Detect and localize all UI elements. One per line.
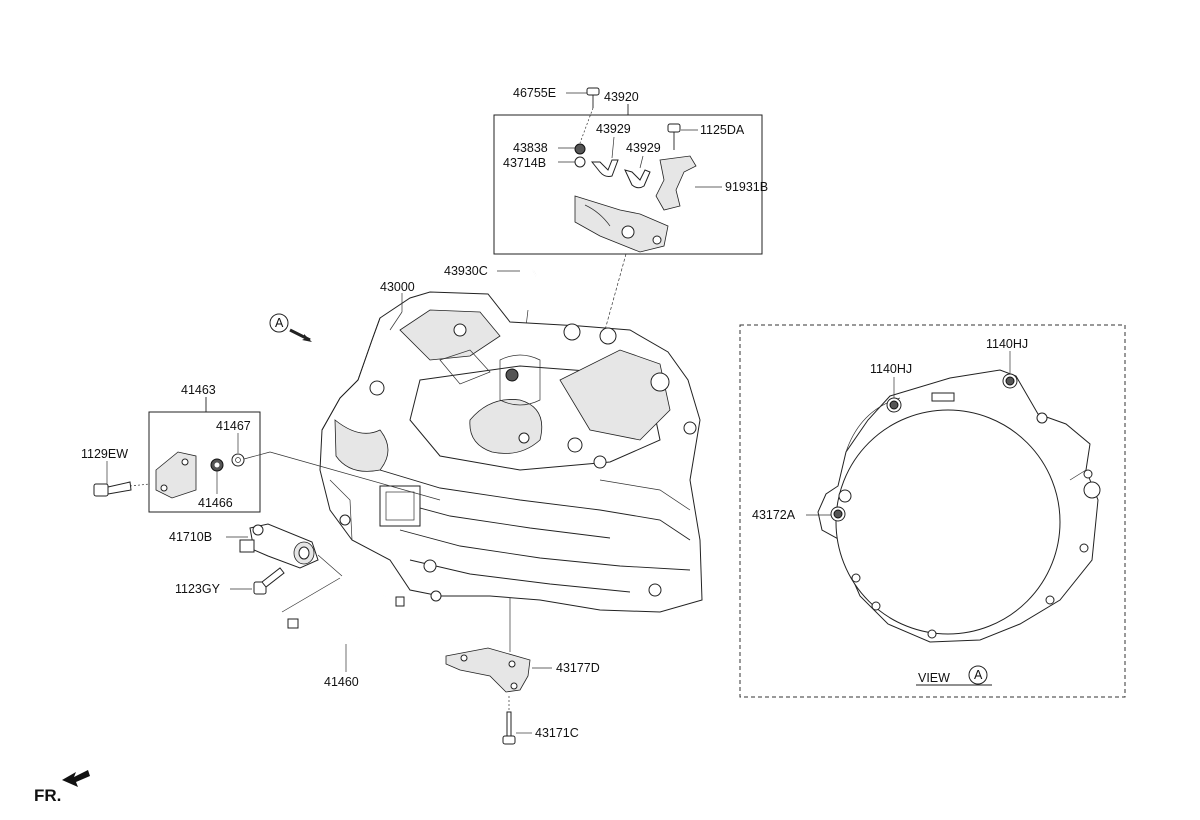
- nut-41466-icon[interactable]: [210, 458, 224, 472]
- label-1129ew: 1129EW: [81, 447, 128, 461]
- washer-43714b-icon[interactable]: [574, 156, 586, 168]
- mount-bracket-43177d-icon[interactable]: [445, 647, 531, 693]
- label-front: FR.: [34, 786, 61, 805]
- washer-41467-icon[interactable]: [231, 453, 245, 467]
- label-41466: 41466: [198, 496, 233, 510]
- label-43172a: 43172A: [752, 508, 796, 522]
- bolt-1125da-icon[interactable]: [667, 123, 681, 150]
- shift-bracket-base-icon[interactable]: [574, 195, 669, 253]
- bolt-43171c-icon[interactable]: [502, 711, 516, 745]
- slave-cylinder-41710b-icon[interactable]: [239, 523, 319, 569]
- clutch-tube-41460-icon[interactable]: [287, 594, 405, 642]
- view-a-box: [739, 324, 1126, 698]
- label-91931b: 91931B: [725, 180, 768, 194]
- label-43714b: 43714B: [503, 156, 546, 170]
- clip-43929-right-icon[interactable]: [624, 169, 651, 189]
- label-43930c: 43930C: [444, 264, 488, 278]
- bracket-41463-box: [148, 411, 261, 513]
- label-view: VIEW: [918, 671, 950, 685]
- label-43929-a: 43929: [596, 122, 631, 136]
- hose-43930c-icon[interactable]: [523, 269, 537, 310]
- label-1123gy: 1123GY: [175, 582, 221, 596]
- label-43929-b: 43929: [626, 141, 661, 155]
- label-1140hj-left: 1140HJ: [870, 362, 912, 376]
- label-43171c: 43171C: [535, 726, 579, 740]
- label-1140hj-right: 1140HJ: [986, 337, 1028, 351]
- label-43920: 43920: [604, 90, 639, 104]
- clip-43929-left-icon[interactable]: [590, 159, 619, 177]
- bolt-46755e-icon[interactable]: [586, 87, 600, 108]
- nut-43838-icon[interactable]: [574, 143, 586, 155]
- label-43177d: 43177D: [556, 661, 600, 675]
- label-view-a-circle: A: [974, 668, 983, 682]
- bellhousing-flange-icon[interactable]: [817, 369, 1101, 643]
- label-43838: 43838: [513, 141, 548, 155]
- label-41710b: 41710B: [169, 530, 212, 544]
- transmission-case-43000-icon[interactable]: [319, 291, 703, 613]
- bolt-1123gy-icon[interactable]: [253, 567, 285, 595]
- label-43000: 43000: [380, 280, 415, 294]
- label-46755e: 46755E: [513, 86, 556, 100]
- label-1125da: 1125DA: [700, 123, 745, 137]
- bracket-41463-icon[interactable]: [155, 451, 197, 499]
- label-41460: 41460: [324, 675, 359, 689]
- front-arrow-icon: [62, 770, 90, 787]
- bracket-91931b-icon[interactable]: [655, 155, 697, 211]
- view-a-arrow-icon: [269, 313, 312, 342]
- label-arrow-a: A: [275, 316, 284, 330]
- label-41463: 41463: [181, 383, 216, 397]
- bolt-1129ew-icon[interactable]: [93, 481, 132, 497]
- label-41467: 41467: [216, 419, 251, 433]
